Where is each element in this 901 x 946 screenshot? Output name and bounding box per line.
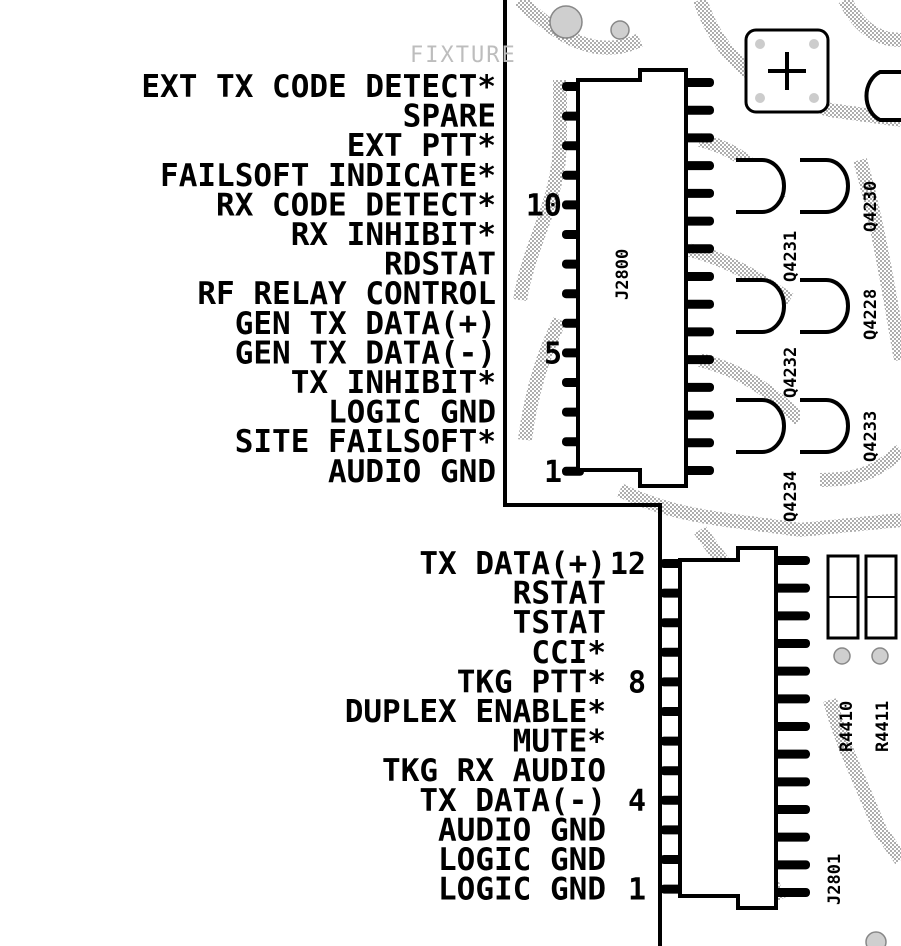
j2800-label: SPARE bbox=[403, 99, 496, 135]
j2800-right-pin bbox=[680, 327, 714, 337]
transistor-footprint bbox=[800, 158, 850, 214]
j2800-right-pin bbox=[680, 78, 714, 87]
j2800-right-pin bbox=[680, 438, 714, 448]
j2801-right-pin bbox=[770, 749, 810, 759]
j2801-right-pin bbox=[770, 888, 810, 897]
j2801-ref: J2801 bbox=[825, 854, 845, 905]
j2801-pin-number: 8 bbox=[628, 665, 646, 700]
j2800-label: SITE FAILSOFT* bbox=[235, 424, 496, 460]
j2800-right-pin bbox=[680, 410, 714, 420]
j2800-right-pin bbox=[680, 216, 714, 226]
j2800-label: RF RELAY CONTROL bbox=[197, 276, 496, 312]
transistor-label: Q4232 bbox=[781, 347, 801, 398]
j2801-body bbox=[678, 546, 778, 910]
j2800-label: RX INHIBIT* bbox=[291, 217, 496, 253]
j2801-right-pin bbox=[770, 639, 810, 648]
resistor-r4411-label: R4411 bbox=[873, 701, 893, 752]
j2801-label: AUDIO GND bbox=[438, 812, 606, 848]
j2800-label: LOGIC GND bbox=[328, 395, 496, 431]
j2801-right-pin bbox=[770, 583, 810, 593]
j2801-pin-number: 12 bbox=[610, 547, 646, 582]
j2800-pin-number: 1 bbox=[544, 455, 562, 490]
j2801-label: MUTE* bbox=[513, 724, 606, 760]
j2800-label: GEN TX DATA(-) bbox=[235, 335, 496, 371]
j2801-right-pin bbox=[770, 611, 810, 621]
j2801-label: RSTAT bbox=[513, 576, 606, 612]
transistor-label: Q4231 bbox=[781, 231, 801, 282]
j2801-pin-numbers: 12 8 4 1 bbox=[610, 547, 646, 908]
transistor-footprint bbox=[736, 398, 786, 454]
j2800-label: TX INHIBIT* bbox=[291, 365, 496, 401]
j2800-label: RX CODE DETECT* bbox=[216, 187, 496, 223]
j2800-pin-number: 5 bbox=[544, 336, 562, 371]
transistor-footprint bbox=[736, 278, 786, 334]
transistor-label: Q4230 bbox=[861, 181, 881, 232]
transistor-footprint bbox=[800, 278, 850, 334]
j2800-right-pin bbox=[680, 299, 714, 309]
j2800-body bbox=[576, 68, 688, 488]
j2801-right-pin bbox=[770, 777, 810, 787]
j2801-right-pin bbox=[770, 722, 810, 731]
j2800-right-pin bbox=[680, 244, 714, 254]
transistor-label: Q4234 bbox=[781, 471, 801, 522]
j2801-right-pins bbox=[770, 556, 810, 897]
j2800-right-pin bbox=[680, 105, 714, 115]
j2800-pin-numbers: 10 5 1 bbox=[526, 188, 562, 489]
j2800-right-pin bbox=[680, 466, 714, 475]
j2801-label: TX DATA(+) bbox=[419, 546, 606, 582]
component-edge-transistor bbox=[864, 70, 901, 122]
j2800-ref: J2800 bbox=[613, 249, 633, 300]
j2800-right-pin bbox=[680, 382, 714, 392]
j2800-label: EXT PTT* bbox=[347, 128, 496, 164]
j2801-right-pin bbox=[770, 805, 810, 814]
j2801-pin-number: 4 bbox=[628, 784, 646, 819]
transistor-footprint bbox=[736, 158, 786, 214]
j2801-right-pin bbox=[770, 694, 810, 704]
connector-j2800: J2800 bbox=[562, 68, 714, 488]
j2800-label: FAILSOFT INDICATE* bbox=[160, 158, 496, 194]
j2800-right-pin bbox=[680, 272, 714, 281]
j2801-label: TKG PTT* bbox=[457, 664, 606, 700]
j2800-right-pin bbox=[680, 133, 714, 143]
j2801-pin-number: 1 bbox=[628, 873, 646, 908]
resistor-r4410-label: R4410 bbox=[837, 701, 857, 752]
j2801-right-pin bbox=[770, 556, 810, 565]
fixture-text: FIXTURE bbox=[410, 43, 517, 68]
resistor-group: R4410 R4411 bbox=[826, 554, 898, 752]
transistor-footprint bbox=[800, 398, 850, 454]
j2800-pin-number: 10 bbox=[526, 188, 562, 223]
j2800-label: EXT TX CODE DETECT* bbox=[141, 69, 496, 105]
pcb-outline bbox=[503, 0, 662, 946]
j2800-label: GEN TX DATA(+) bbox=[235, 306, 496, 342]
j2801-label: CCI* bbox=[531, 635, 606, 671]
j2800-right-pins bbox=[680, 78, 714, 475]
j2801-right-pin bbox=[770, 860, 810, 870]
j2801-label: LOGIC GND bbox=[438, 872, 606, 908]
j2801-label: TSTAT bbox=[513, 605, 606, 641]
j2800-right-pin bbox=[680, 161, 714, 171]
transistor-label: Q4233 bbox=[861, 411, 881, 462]
j2801-right-pin bbox=[770, 666, 810, 676]
j2800-label: RDSTAT bbox=[384, 247, 496, 283]
j2800-right-pin bbox=[680, 355, 714, 365]
j2801-label: TX DATA(-) bbox=[419, 783, 606, 819]
j2801-label: DUPLEX ENABLE* bbox=[345, 694, 606, 730]
j2801-right-pin bbox=[770, 832, 810, 842]
connector-j2801: J2801 bbox=[660, 546, 845, 910]
j2800-label: AUDIO GND bbox=[328, 454, 496, 490]
component-test-point bbox=[744, 28, 830, 114]
j2800-right-pin bbox=[680, 188, 714, 198]
j2801-label: TKG RX AUDIO bbox=[382, 753, 606, 789]
transistor-label: Q4228 bbox=[861, 289, 881, 340]
j2801-label: LOGIC GND bbox=[438, 842, 606, 878]
